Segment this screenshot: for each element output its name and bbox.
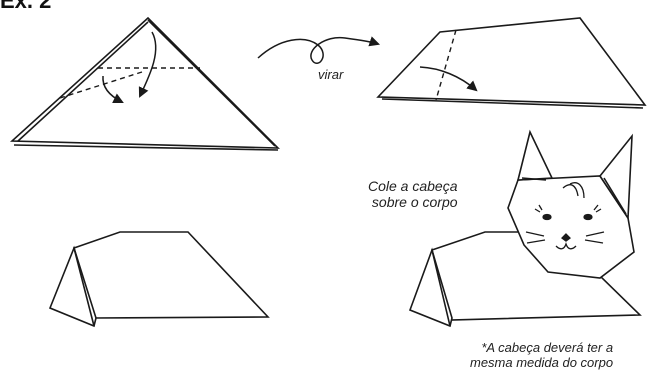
glue-instruction-line-2: sobre o corpo	[368, 194, 458, 210]
turn-over-label: virar	[318, 68, 343, 83]
size-footnote-line-2: mesma medida do corpo	[470, 356, 613, 371]
size-footnote-line-1: *A cabeça deverá ter a	[470, 341, 613, 356]
size-footnote: *A cabeça deverá ter a mesma medida do c…	[470, 341, 613, 371]
cat-body	[50, 232, 268, 326]
turn-over-arrow	[258, 38, 378, 64]
glue-instruction: Cole a cabeça sobre o corpo	[368, 178, 458, 210]
glue-instruction-line-1: Cole a cabeça	[368, 178, 458, 194]
step2-trapezoid	[378, 18, 645, 108]
